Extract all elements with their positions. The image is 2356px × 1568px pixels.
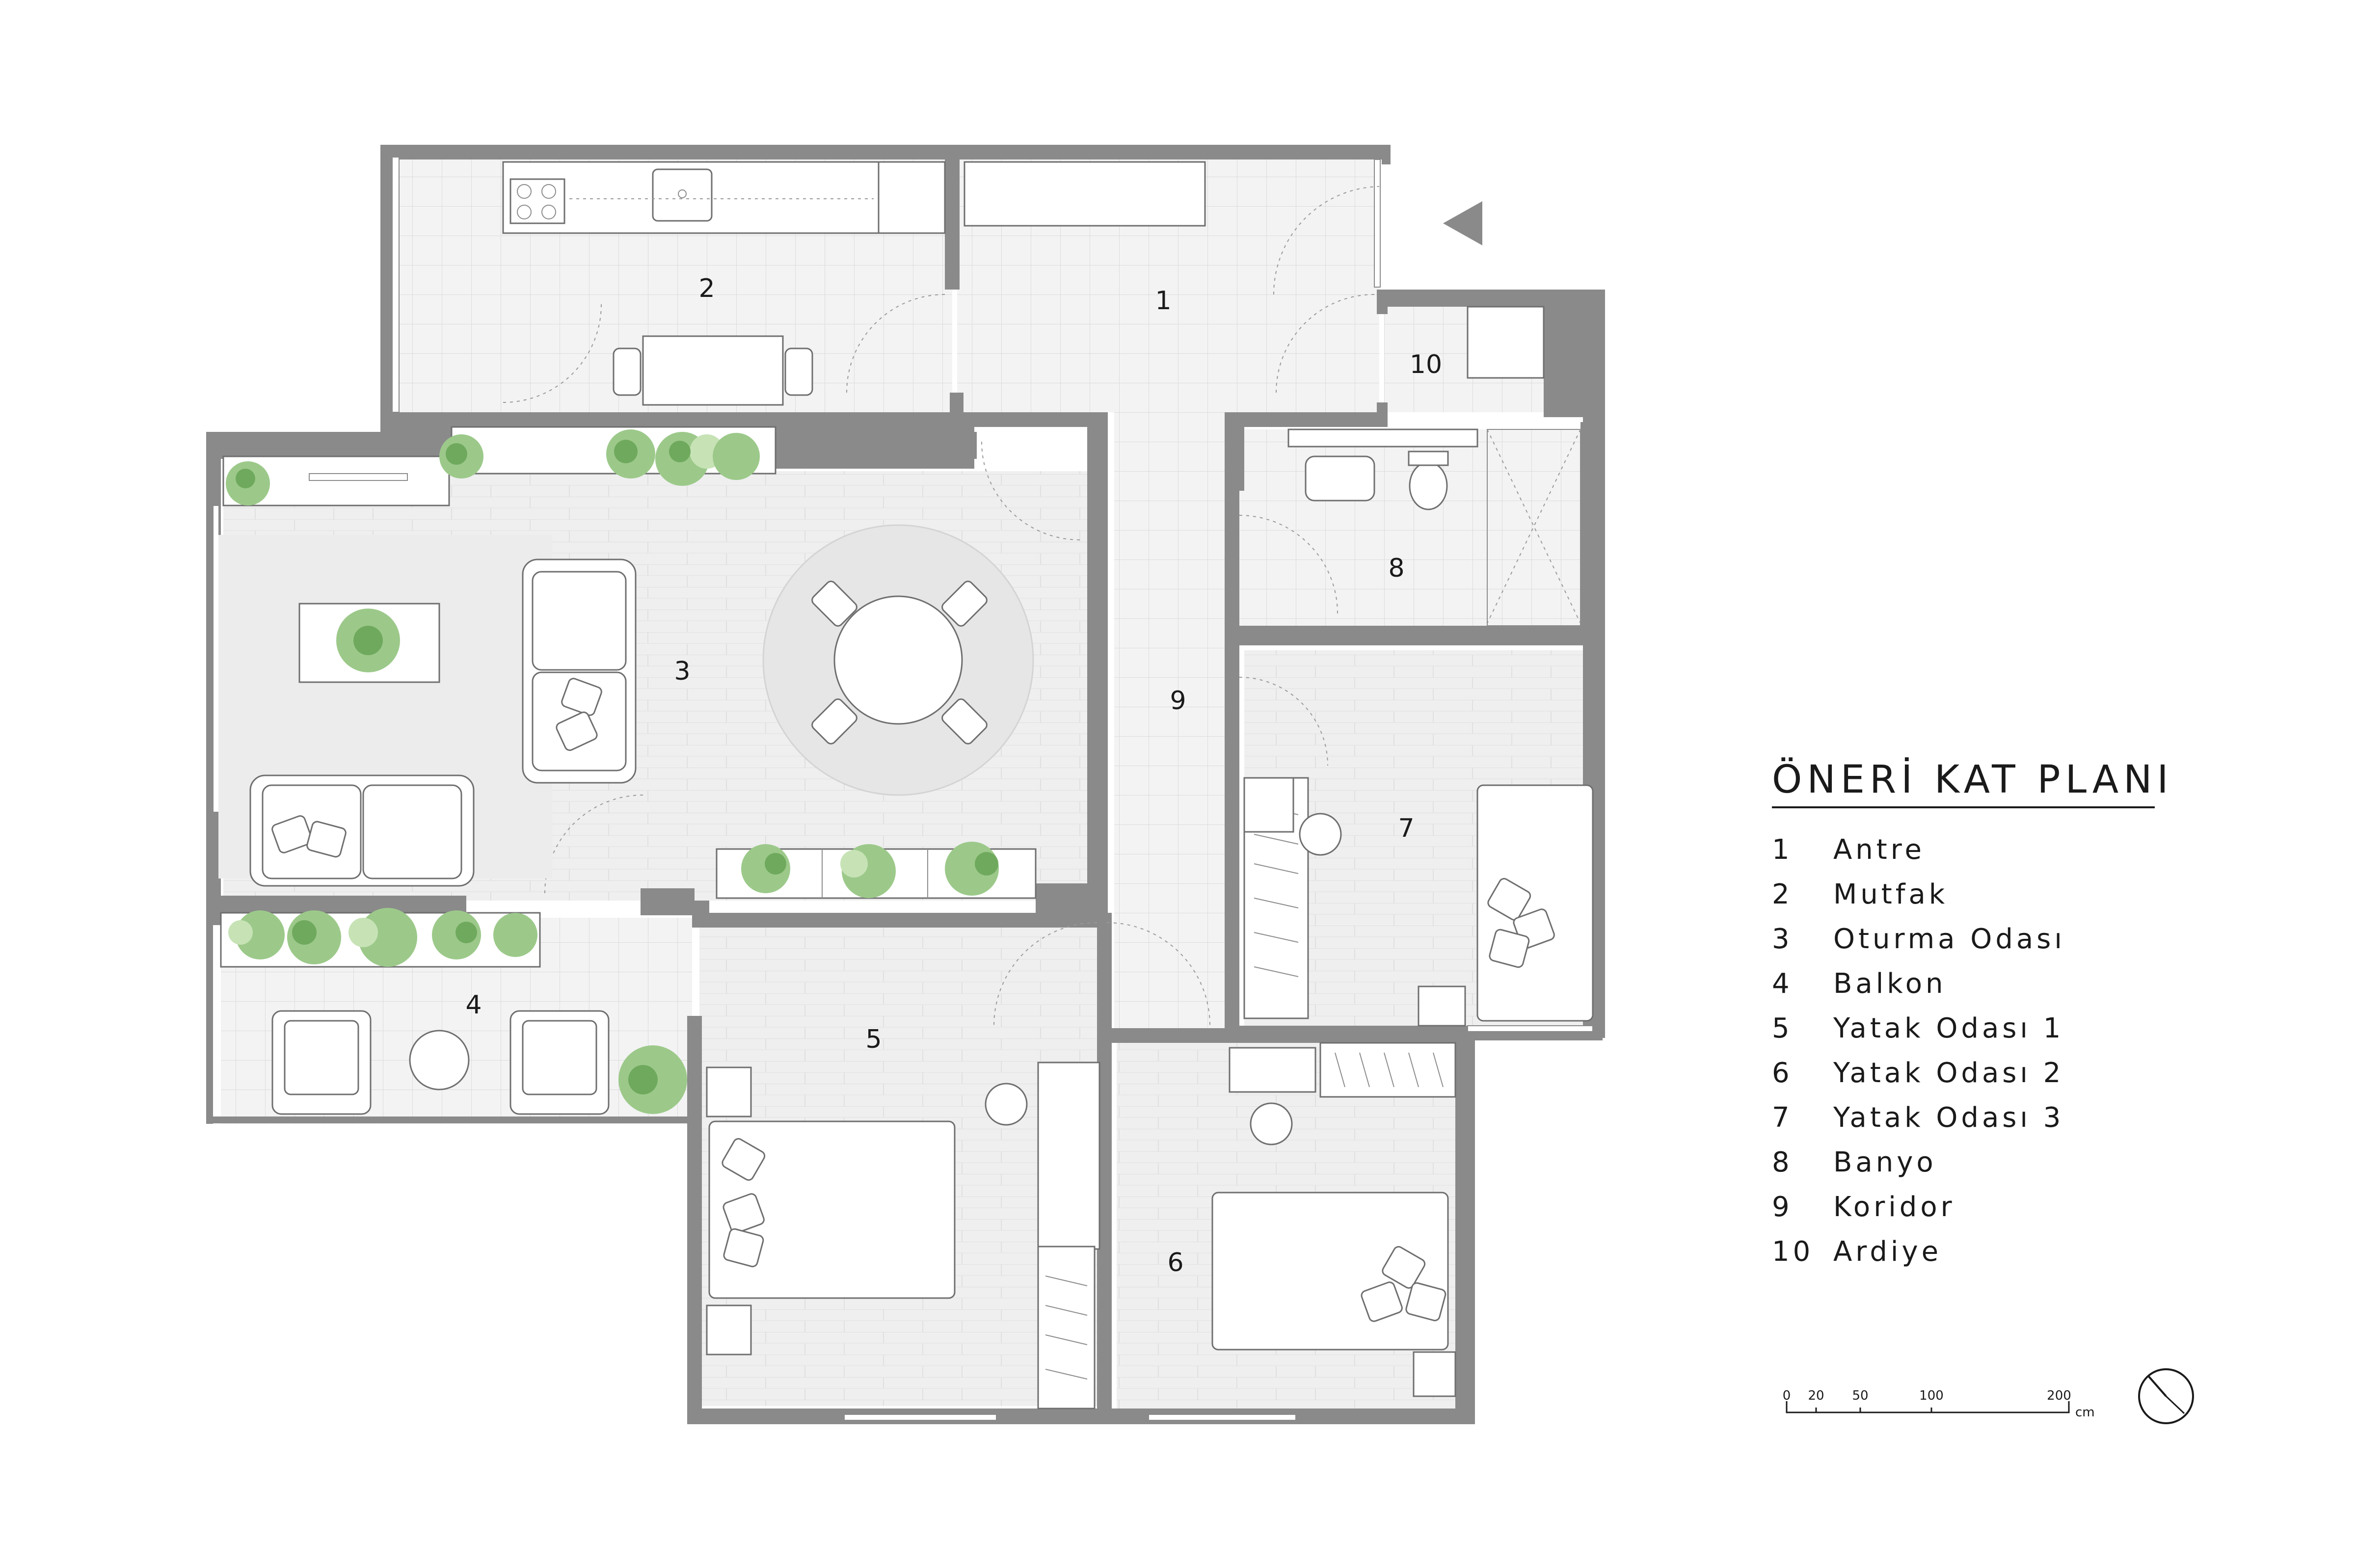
legend-item-number: 10 — [1772, 1236, 1814, 1268]
room-label-5: 5 — [865, 1025, 882, 1054]
storage-furniture — [1467, 306, 1545, 379]
entrance-arrow-icon — [1443, 201, 1482, 245]
legend-item-number: 4 — [1772, 968, 1793, 1000]
legend-item-number: 6 — [1772, 1057, 1793, 1089]
bedroom2-furniture — [1211, 1042, 1456, 1397]
legend-item-number: 2 — [1772, 878, 1793, 910]
legend-item-name: Ardiye — [1833, 1236, 1942, 1268]
legend-item-number: 8 — [1772, 1146, 1793, 1178]
legend-item-name: Koridor — [1833, 1191, 1955, 1223]
legend-item-name: Balkon — [1833, 968, 1946, 1000]
scale-bar: 0 20 50 100 200 cm — [1783, 1388, 2095, 1420]
plants-top — [226, 429, 760, 505]
scale-tick-0: 0 — [1783, 1388, 1791, 1403]
scale-tick-50: 50 — [1852, 1388, 1868, 1403]
room-label-8: 8 — [1388, 554, 1404, 583]
legend-item-name: Oturma Odası — [1833, 923, 2065, 955]
legend-title: ÖNERİ KAT PLANI — [1772, 757, 2173, 802]
legend-item-name: Yatak Odası 2 — [1833, 1057, 2064, 1089]
legend-item-name: Mutfak — [1833, 878, 1948, 910]
legend-item-name: Banyo — [1833, 1146, 1937, 1178]
kitchen-furniture — [502, 161, 1206, 406]
north-arrow-icon — [2138, 1368, 2194, 1424]
plants-bottom — [741, 842, 999, 898]
legend-item-name: Antre — [1833, 834, 1925, 866]
bedroom3-furniture — [1243, 777, 1594, 1027]
legend-item-number: 3 — [1772, 923, 1793, 955]
room-label-9: 9 — [1170, 686, 1186, 716]
room-labels: 1 2 3 4 5 6 7 8 9 10 — [465, 274, 1442, 1277]
legend: ÖNERİ KAT PLANI 1 Antre 2 Mutfak 3 Oturma Oda… — [1772, 757, 2173, 1268]
scale-unit: cm — [2075, 1405, 2095, 1420]
room-label-4: 4 — [465, 990, 482, 1020]
legend-item-number: 1 — [1772, 834, 1793, 866]
legend-item-number: 7 — [1772, 1102, 1793, 1134]
legend-item-number: 9 — [1772, 1191, 1793, 1223]
legend-item-name: Yatak Odası 3 — [1833, 1102, 2064, 1134]
scale-tick-20: 20 — [1808, 1388, 1824, 1403]
room-label-2: 2 — [698, 274, 715, 303]
living-furniture — [218, 426, 1037, 899]
room-label-6: 6 — [1167, 1248, 1183, 1277]
room-label-3: 3 — [674, 657, 690, 686]
legend-item-number: 5 — [1772, 1012, 1793, 1044]
bathroom-fixtures — [1287, 428, 1581, 626]
legend-item-name: Yatak Odası 1 — [1833, 1012, 2064, 1044]
room-label-10: 10 — [1410, 350, 1442, 379]
bedroom1-furniture — [706, 1062, 1100, 1409]
room-label-7: 7 — [1398, 814, 1414, 843]
balcony-furniture — [220, 908, 687, 1115]
windows — [213, 157, 1593, 1421]
room-label-1: 1 — [1155, 286, 1171, 316]
scale-tick-100: 100 — [1919, 1388, 1944, 1403]
scale-tick-200: 200 — [2047, 1388, 2071, 1403]
